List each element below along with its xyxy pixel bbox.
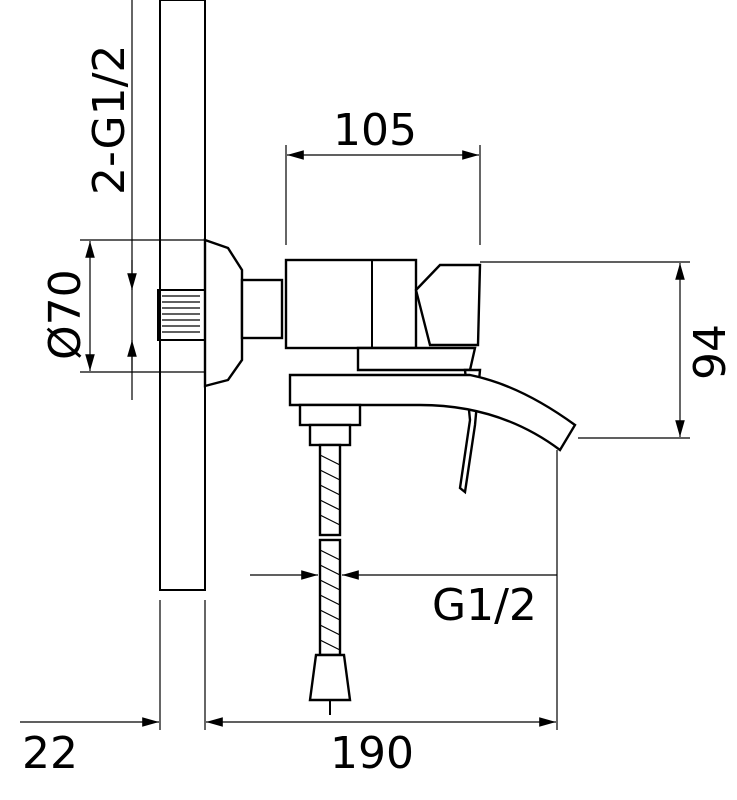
body-length-label: 105 bbox=[333, 105, 417, 156]
inlet-thread-label: 2-G1/2 bbox=[84, 45, 135, 195]
wall-thickness-label: 22 bbox=[22, 728, 78, 779]
extension-lines bbox=[80, 0, 690, 730]
projection-label: 190 bbox=[330, 728, 414, 779]
shower-hose bbox=[308, 443, 352, 715]
faucet-body bbox=[203, 238, 577, 495]
dimension-arrows bbox=[20, 150, 685, 727]
flange-diameter-label: Ø70 bbox=[40, 269, 91, 360]
height-label: 94 bbox=[685, 324, 736, 380]
hose-thread-label: G1/2 bbox=[432, 580, 537, 631]
wall-section bbox=[157, 0, 209, 591]
